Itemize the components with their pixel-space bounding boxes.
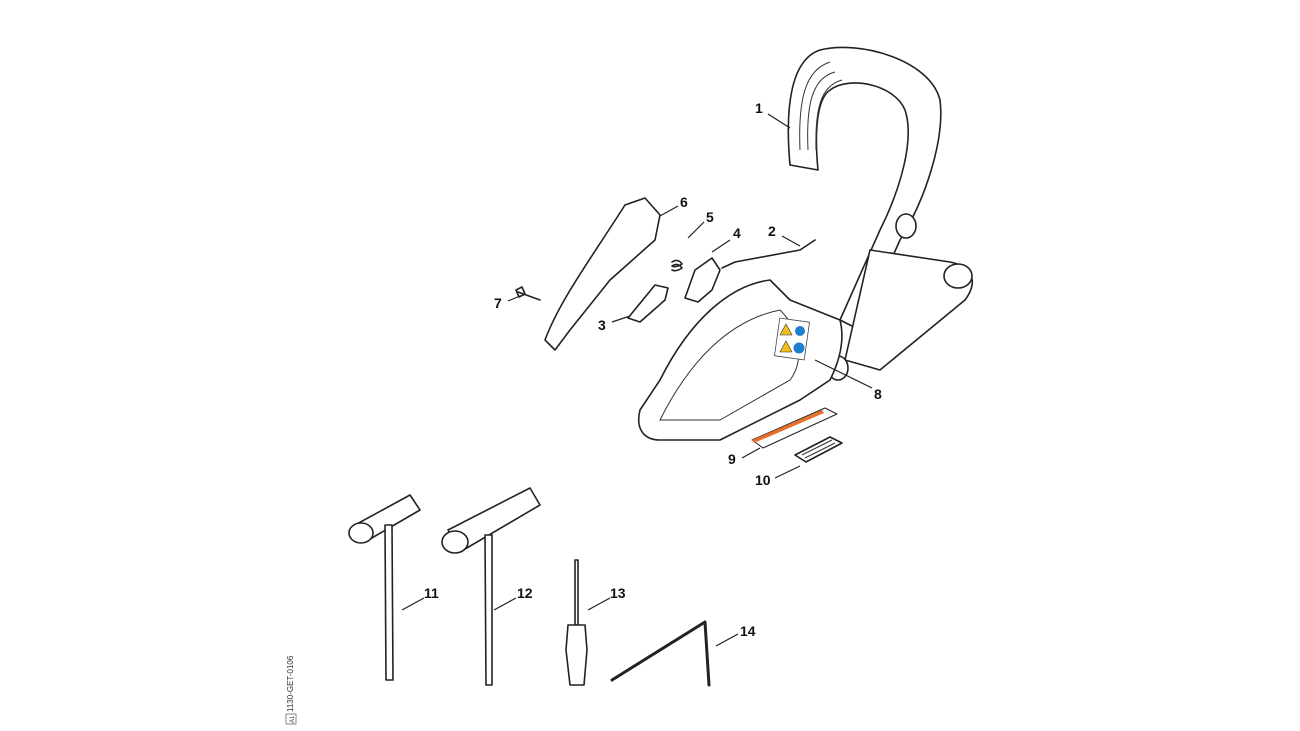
part-6-throttle-trigger bbox=[544, 197, 661, 351]
part-3-lever bbox=[627, 284, 669, 323]
callout-7: 7 bbox=[494, 295, 502, 311]
callout-2: 2 bbox=[768, 223, 776, 239]
callout-12: 12 bbox=[517, 585, 533, 601]
sheet-mark: A1 bbox=[290, 715, 296, 723]
callout-3: 3 bbox=[598, 317, 606, 333]
part-7-screw bbox=[515, 286, 541, 301]
part-2-rod bbox=[721, 239, 816, 269]
part-12-combination-wrench bbox=[441, 487, 541, 686]
leader-lines bbox=[401, 113, 873, 647]
callout-14: 14 bbox=[740, 623, 756, 639]
part-10-plate bbox=[794, 436, 843, 463]
part-9-label bbox=[751, 407, 838, 449]
part-13-screwdriver bbox=[565, 559, 588, 686]
callout-5: 5 bbox=[706, 209, 714, 225]
callout-10: 10 bbox=[755, 472, 771, 488]
warning-sticker bbox=[774, 317, 810, 361]
callout-6: 6 bbox=[680, 194, 688, 210]
part-5-spring bbox=[671, 259, 683, 272]
part-8-rear-handle bbox=[638, 279, 843, 441]
callout-1: 1 bbox=[755, 100, 763, 116]
callout-11: 11 bbox=[424, 585, 439, 601]
part-14-hex-key bbox=[610, 620, 711, 687]
callout-9: 9 bbox=[728, 451, 736, 467]
callout-4: 4 bbox=[733, 225, 741, 241]
drawing-code: 1130-GET-0106 bbox=[286, 655, 295, 712]
callout-8: 8 bbox=[874, 386, 882, 402]
part-11-combination-wrench bbox=[348, 494, 421, 681]
callout-13: 13 bbox=[610, 585, 626, 601]
part-4-interlock bbox=[684, 257, 721, 303]
